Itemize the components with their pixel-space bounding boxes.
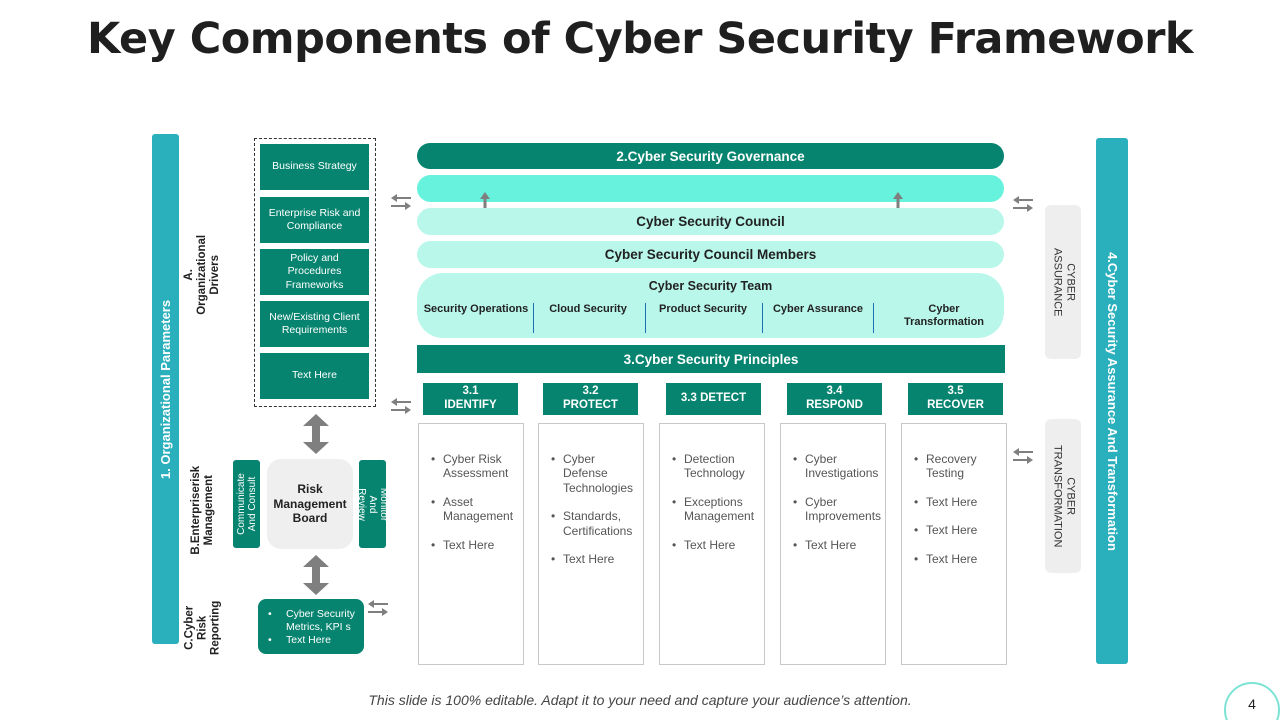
governance-cyan-bar — [417, 175, 1004, 202]
principle-item: Cyber Risk Assessment — [431, 452, 517, 481]
driver-box: Business Strategy — [260, 144, 369, 190]
organizational-parameters-label: 1. Organizational Parameters — [158, 299, 173, 479]
page-title: Key Components of Cyber Security Framewo… — [86, 14, 1194, 64]
team-separator — [762, 303, 763, 333]
principle-item: Standards, Certifications — [551, 509, 637, 538]
principle-item: Text Here — [431, 538, 517, 553]
risk-management-board: Risk Management Board — [267, 459, 353, 549]
principle-item: Exceptions Management — [672, 495, 758, 524]
principle-item: Text Here — [914, 523, 1000, 538]
team-separator — [873, 303, 874, 333]
exchange-arrows-icon — [391, 398, 411, 414]
principle-box: Detection TechnologyExceptions Managemen… — [659, 423, 765, 665]
principle-item: Text Here — [914, 552, 1000, 567]
drivers-group — [254, 138, 376, 407]
driver-box: New/Existing Client Requirements — [260, 301, 369, 347]
principle-item: Asset Management — [431, 495, 517, 524]
security-team-box — [417, 273, 1004, 338]
section-label-org-drivers: A. Organizational Drivers — [183, 235, 222, 315]
principle-heading: 3.1 IDENTIFY — [423, 383, 518, 415]
principle-item: Cyber Investigations — [793, 452, 879, 481]
principle-item: Cyber Improvements — [793, 495, 881, 524]
reporting-item: Text Here — [268, 634, 356, 647]
principle-heading: 3.5 RECOVER — [908, 383, 1003, 415]
governance-bar: 2.Cyber Security Governance — [417, 143, 1004, 169]
exchange-arrows-icon — [391, 194, 411, 210]
council-bar: Cyber Security Council — [417, 208, 1004, 235]
team-member: Security Operations — [423, 303, 529, 315]
driver-box: Policy and Procedures Frameworks — [260, 249, 369, 295]
principle-item: Text Here — [551, 552, 637, 567]
principle-item: Text Here — [672, 538, 758, 553]
principle-item: Text Here — [793, 538, 879, 553]
principle-item: Detection Technology — [672, 452, 758, 481]
team-separator — [645, 303, 646, 333]
security-team-title: Cyber Security Team — [648, 279, 773, 293]
monitor-review-box: Monitor And Review — [356, 460, 389, 548]
driver-box: Text Here — [260, 353, 369, 399]
footer-note: This slide is 100% editable. Adapt it to… — [368, 692, 912, 708]
principles-bar: 3.Cyber Security Principles — [417, 345, 1005, 373]
section-label-enterprise-risk: B.Enterpriserisk Management — [189, 465, 216, 555]
team-member: Cyber Transformation — [903, 303, 985, 329]
assurance-transformation-label: 4.Cyber Security Assurance And Transform… — [1104, 251, 1120, 551]
cyber-transformation-box: CYBER TRANSFORMATION — [1045, 419, 1081, 573]
exchange-arrows-icon — [1013, 196, 1033, 212]
principle-item: Cyber Defense Technologies — [551, 452, 637, 495]
driver-box: Enterprise Risk and Compliance — [260, 197, 369, 243]
communicate-consult-box: Communicate And Consult — [233, 460, 260, 548]
organizational-parameters-bar: 1. Organizational Parameters — [152, 134, 179, 644]
up-down-arrow-icon — [303, 555, 329, 595]
council-members-bar: Cyber Security Council Members — [417, 241, 1004, 268]
exchange-arrows-icon — [1013, 448, 1033, 464]
exchange-arrows-icon — [368, 600, 388, 616]
up-down-arrow-icon — [303, 414, 329, 454]
principle-item: Recovery Testing — [914, 452, 1000, 481]
team-member: Cyber Assurance — [772, 303, 864, 315]
principle-box: Cyber InvestigationsCyber ImprovementsTe… — [780, 423, 886, 665]
principle-box: Cyber Risk AssessmentAsset ManagementTex… — [418, 423, 524, 665]
principle-heading: 3.4 RESPOND — [787, 383, 882, 415]
principle-heading: 3.2 PROTECT — [543, 383, 638, 415]
cyber-assurance-box: CYBER ASSURANCE — [1045, 205, 1081, 359]
section-label-cyber-risk-reporting: C.Cyber Risk Reporting — [183, 600, 222, 656]
principle-box: Cyber Defense TechnologiesStandards, Cer… — [538, 423, 644, 665]
team-member: Cloud Security — [549, 303, 627, 315]
team-member: Product Security — [658, 303, 748, 315]
up-arrow-icon — [893, 192, 903, 214]
assurance-transformation-bar: 4.Cyber Security Assurance And Transform… — [1096, 138, 1128, 664]
page-number: 4 — [1224, 682, 1280, 720]
principle-item: Text Here — [914, 495, 1000, 510]
principle-box: Recovery TestingText HereText HereText H… — [901, 423, 1007, 665]
up-arrow-icon — [480, 192, 490, 214]
team-separator — [533, 303, 534, 333]
reporting-item: Cyber Security Metrics, KPI s — [268, 608, 356, 634]
principle-heading: 3.3 DETECT — [666, 383, 761, 415]
